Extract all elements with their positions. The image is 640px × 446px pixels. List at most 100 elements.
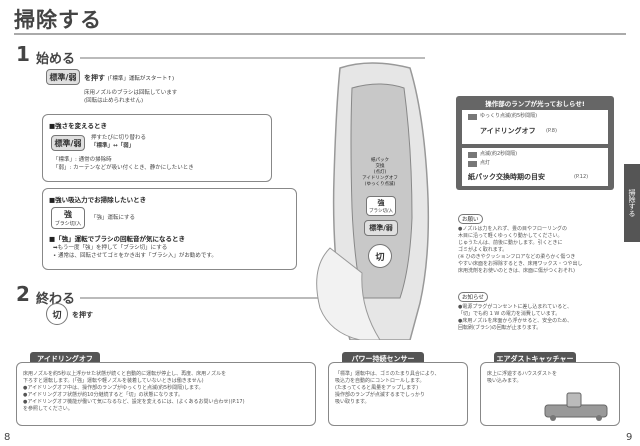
lamp-row1-indicator: ゆっくり点滅(約5秒間隔)	[480, 113, 538, 119]
handle-label5: (ゆっくり点滅)	[364, 182, 396, 187]
air-dust-line: 床上に浮遊するハウスダストを	[487, 371, 558, 377]
power-sensor-line: 吸い取ります。	[335, 399, 370, 405]
onegai-text: ●ノズルは力を入れず、畳の目やフローリングの 木目に沿って軽くゆっくり動かしてく…	[458, 226, 623, 275]
strong-lines: ➡もう一度「強」を押して「ブラシ切」にする • 通常は、回転させてゴミをかき出す…	[53, 245, 217, 260]
lamp-row2-indicator1: 点滅(約2秒間隔)	[480, 151, 518, 157]
idling-line: ●アイドリングオフ機能が働いて気になるなど、設定を変えるには、(よくあるお問い合…	[23, 399, 245, 405]
step2-label: 終わる	[36, 292, 76, 307]
lamp-blink-icon	[468, 114, 477, 120]
idling-text: 床用ノズルを約5秒以上浮かせた状態が続くと自動的に運転が停止し、再度、床用ノズル…	[23, 371, 313, 413]
strong-line1: ➡もう一度「強」を押して「ブラシ切」にする	[53, 245, 168, 251]
lamp-row2-label: 紙パック交換時期の目安	[468, 173, 545, 181]
step2-divider	[80, 297, 330, 299]
power-sensor-box: 「標準」運転中は、ゴミのたまり具合により、 吸込力を自動的にコントロールします。…	[328, 362, 468, 426]
strong-brush-button[interactable]: 強 ブラシ切/入	[51, 207, 85, 229]
lamp-on-icon	[468, 161, 477, 167]
handle-std-button[interactable]: 標準/弱	[364, 220, 398, 236]
handle-label4: アイドリングオフ	[362, 176, 398, 181]
handle-strong-button[interactable]: 強 ブラシ切/入	[366, 196, 396, 216]
side-tab[interactable]: 掃除する	[624, 164, 640, 242]
air-dust-header: エアダストキャッチャー	[494, 352, 576, 365]
lamp-row1-label: アイドリングオフ	[480, 127, 536, 135]
oshirase-text: ●電源プラグがコンセントに差し込まれていると、 「切」でも約 1 W の電力を消…	[458, 304, 623, 332]
handle-label1: 紙パック	[371, 158, 389, 163]
strength-desc2: 「標準」↔「弱」	[91, 142, 135, 149]
onegai-tag: お願い	[458, 214, 483, 224]
title-rule	[14, 33, 626, 35]
step1-std-button[interactable]: 標準/弱	[46, 69, 80, 85]
step1-note: 床用ノズルのブラシは回転しています (回転は止められません)	[84, 90, 177, 105]
onegai-line: 木目に沿って軽くゆっくり動かしてください。	[458, 233, 563, 239]
strength-std-button[interactable]: 標準/弱	[51, 135, 85, 151]
step2-number: 2	[16, 282, 30, 306]
onegai-line: ●ノズルは力を入れず、畳の目やフローリングの	[458, 226, 568, 232]
power-sensor-line: (たまってくると風量をアップします)	[335, 385, 419, 391]
power-sensor-line: 「標準」運転中は、ゴミのたまり具合により、	[335, 371, 440, 377]
strength-desc: 押すたびに切り替わる 「標準」↔「弱」	[91, 135, 146, 150]
strength-desc1: 押すたびに切り替わる	[91, 135, 147, 141]
idling-line: を参照してください。	[23, 406, 73, 412]
step1-divider	[80, 57, 425, 59]
idling-line: 下ろすと運転します。(「強」運転や軽ノズルを装着していないときは働きません)	[23, 378, 204, 384]
handle-strong-sub: ブラシ切/入	[369, 209, 393, 214]
onegai-line: (※ ひのきやクッションフロアなどの柔らかく傷つき	[458, 254, 576, 260]
onegai-line: ゴミがよく取れます。	[458, 247, 508, 253]
idling-line: ●アイドリングオフ中は、操作部のランプがゆっくりと点滅(約5秒間隔)します。	[23, 385, 204, 391]
lamp-row1: ゆっくり点滅(約5秒間隔) アイドリングオフ (P.8)	[462, 110, 608, 144]
lamp-row2: 点滅(約2秒間隔) 点灯 紙パック交換時期の目安 (P.12)	[462, 148, 608, 186]
handle-label2: 交換	[375, 164, 385, 169]
handle-label3: (点灯)	[373, 170, 387, 175]
step1-note-line2: (回転は止められません)	[84, 97, 144, 104]
strong-line2: • 通常は、回転させてゴミをかき出す「ブラシ入」がお勧めです。	[53, 252, 217, 259]
step1-number: 1	[16, 42, 30, 66]
strength-line1: 「標準」: 通常の掃除時	[53, 157, 112, 163]
air-dust-box: 床上に浮遊するハウスダストを 吸い込みます。	[480, 362, 620, 426]
page-title: 掃除する	[14, 8, 102, 32]
oshirase-line: ●床用ノズルを床面から浮かせると、安全のため、	[458, 318, 573, 324]
step2-off-button[interactable]: 切	[46, 303, 68, 325]
strong-heading2: ■「強」運転でブラシの回転音が気になるとき	[49, 235, 186, 243]
lamp-panel: 操作部のランプが光っておしらせ! ゆっくり点滅(約5秒間隔) アイドリングオフ …	[456, 96, 614, 190]
strong-box: ■強い吸込力でお掃除したいとき 強 ブラシ切/入 「強」運転にする ■「強」運転…	[42, 188, 297, 270]
oshirase-line: 「切」でも約 1 W の電力を消費しています。	[458, 311, 561, 317]
idling-line: ●アイドリングオフ状態が約10分継続すると「切」の状態になります。	[23, 392, 183, 398]
air-dust-text: 床上に浮遊するハウスダストを 吸い込みます。	[487, 371, 615, 385]
strong-desc: 「強」運転にする	[91, 215, 136, 221]
power-sensor-header: パワー持続センサー	[342, 352, 424, 365]
page-number-right: 9	[626, 432, 633, 443]
lamp-blink-icon-2	[468, 152, 477, 158]
step1-action-text: を押す	[84, 74, 105, 82]
page-number-left: 8	[4, 432, 11, 443]
handle-off-button[interactable]: 切	[368, 244, 392, 268]
strength-heading: ■強さを変えるとき	[49, 122, 107, 130]
lamp-row1-ref: (P.8)	[546, 128, 557, 134]
step1-label: 始める	[36, 52, 76, 67]
strength-lines: 「標準」: 通常の掃除時 「弱」: カーテンなどが吸い付くとき、静かにしたいとき	[53, 157, 194, 172]
step1-note-line1: 床用ノズルのブラシは回転しています	[84, 90, 178, 96]
strong-button-bottom: ブラシ切/入	[54, 221, 82, 227]
step2-action: を押す	[72, 311, 93, 319]
power-sensor-text: 「標準」運転中は、ゴミのたまり具合により、 吸込力を自動的にコントロールします。…	[335, 371, 465, 406]
power-sensor-line: 操作部のランプが点滅するまでしっかり	[335, 392, 425, 398]
idling-box: 床用ノズルを約5秒以上浮かせた状態が続くと自動的に運転が停止し、再度、床用ノズル…	[16, 362, 316, 426]
lamp-panel-header: 操作部のランプが光っておしらせ!	[485, 100, 585, 108]
air-dust-line: 吸い込みます。	[487, 378, 522, 384]
oshirase-tag: お知らせ	[458, 292, 488, 302]
floor-nozzle-illustration	[544, 392, 608, 421]
step1-action-note: (「標準」運転がスタート↑)	[107, 76, 175, 82]
onegai-line: やすい床面をお掃除するとき、床用ワックス・つや出し	[458, 261, 583, 267]
onegai-line: 床用洗剤をお使いのときは、床面に傷がつくおそれ)	[458, 268, 575, 274]
handle-strong-label: 強	[377, 199, 385, 207]
idling-line: 床用ノズルを約5秒以上浮かせた状態が続くと自動的に運転が停止し、再度、床用ノズル…	[23, 371, 227, 377]
step1-action: を押す (「標準」運転がスタート↑)	[84, 73, 174, 83]
strong-heading: ■強い吸込力でお掃除したいとき	[49, 196, 147, 204]
strength-line2: 「弱」: カーテンなどが吸い付くとき、静かにしたいとき	[53, 164, 194, 171]
oshirase-line: ●電源プラグがコンセントに差し込まれていると、	[458, 304, 573, 310]
power-sensor-line: 吸込力を自動的にコントロールします。	[335, 378, 425, 384]
lamp-row2-indicator2: 点灯	[480, 160, 491, 166]
strength-box: ■強さを変えるとき 標準/弱 押すたびに切り替わる 「標準」↔「弱」 「標準」:…	[42, 114, 272, 182]
lamp-row2-ref: (P.12)	[574, 174, 589, 180]
handle-lamp-labels: 紙パック 交換 (点灯) アイドリングオフ (ゆっくり点滅)	[358, 158, 402, 188]
onegai-line: じゅうたんは、前後に動かします。引くときに	[458, 240, 563, 246]
idling-header: アイドリングオフ	[30, 352, 100, 365]
